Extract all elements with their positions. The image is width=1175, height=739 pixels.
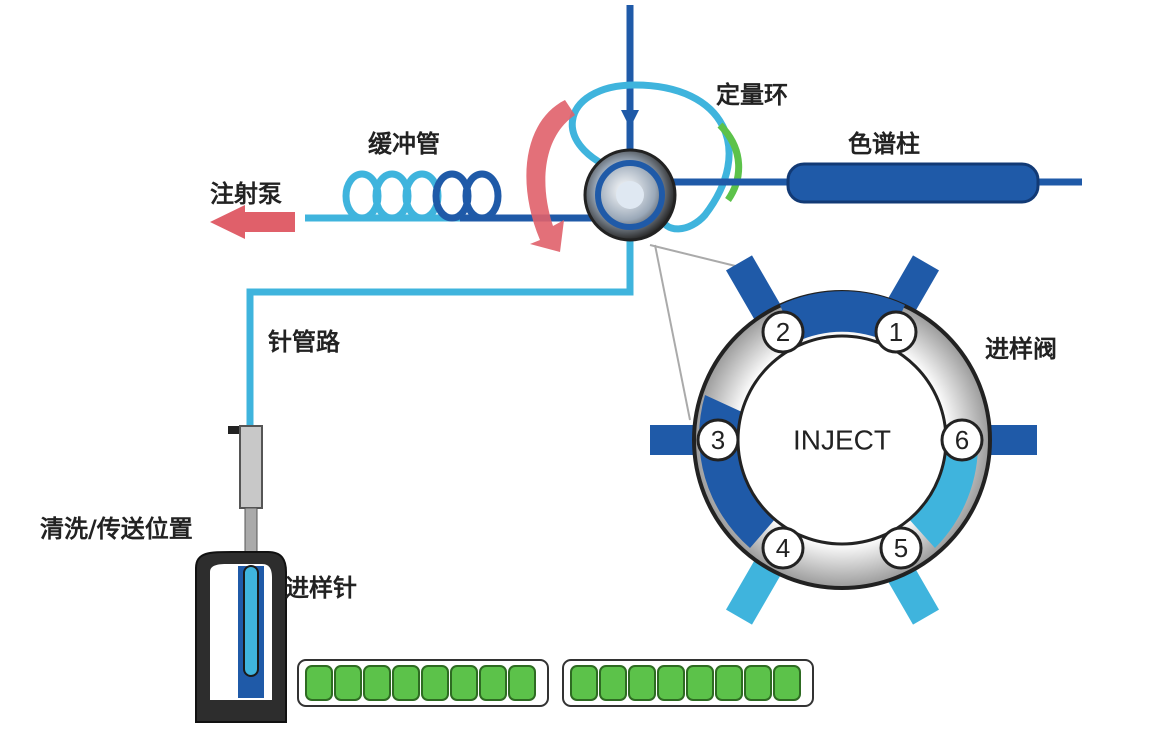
port-2: 2 (761, 310, 805, 354)
sample-vial (715, 665, 743, 701)
port-5-label: 5 (894, 533, 908, 563)
column (786, 162, 1040, 204)
port-2-label: 2 (776, 317, 790, 347)
label-sample-loop: 定量环 (716, 81, 788, 109)
sample-needle (228, 425, 263, 559)
label-injection-valve: 进样阀 (985, 335, 1057, 363)
sample-vial (305, 665, 333, 701)
port-5: 5 (879, 526, 923, 570)
port-1-label: 1 (889, 317, 903, 347)
valve-center-label: INJECT (793, 425, 891, 456)
sample-loop (569, 81, 743, 233)
sample-vial (599, 665, 627, 701)
sample-vial (450, 665, 478, 701)
flow-arrow-icon (621, 110, 639, 128)
wash-station (195, 551, 287, 723)
sample-vial (686, 665, 714, 701)
label-needle-line: 针管路 (268, 328, 341, 356)
label-sample-needle: 进样针 (285, 574, 357, 602)
needle-line (246, 225, 634, 430)
inlet-line (621, 5, 639, 175)
sample-vial (508, 665, 536, 701)
valve-hub (583, 148, 677, 242)
port-6-label: 6 (955, 425, 969, 455)
port-6: 6 (940, 418, 984, 462)
injection-valve: INJECT 1 2 3 4 5 6 (650, 255, 1037, 625)
sample-vial (334, 665, 362, 701)
sample-vial (392, 665, 420, 701)
rotation-arrow-icon (526, 100, 575, 252)
port-4-label: 4 (776, 533, 790, 563)
label-wash-position: 清洗/传送位置 (40, 515, 193, 543)
sample-tray-2 (562, 659, 814, 707)
port-3-label: 3 (711, 425, 725, 455)
flow-arrow-icon (210, 205, 295, 239)
sample-vial (363, 665, 391, 701)
sample-vial (479, 665, 507, 701)
sample-vial (744, 665, 772, 701)
sample-vial (773, 665, 801, 701)
port-4: 4 (761, 526, 805, 570)
sample-vial (657, 665, 685, 701)
label-syringe-pump: 注射泵 (210, 180, 282, 208)
sample-tray-1 (297, 659, 549, 707)
label-column: 色谱柱 (848, 130, 920, 158)
sample-vial (570, 665, 598, 701)
port-1: 1 (874, 310, 918, 354)
sample-vial (628, 665, 656, 701)
port-3: 3 (696, 418, 740, 462)
sample-vial (421, 665, 449, 701)
column-line (660, 162, 1082, 204)
label-buffer-tube: 缓冲管 (368, 130, 440, 158)
buffer-tube (305, 170, 600, 222)
